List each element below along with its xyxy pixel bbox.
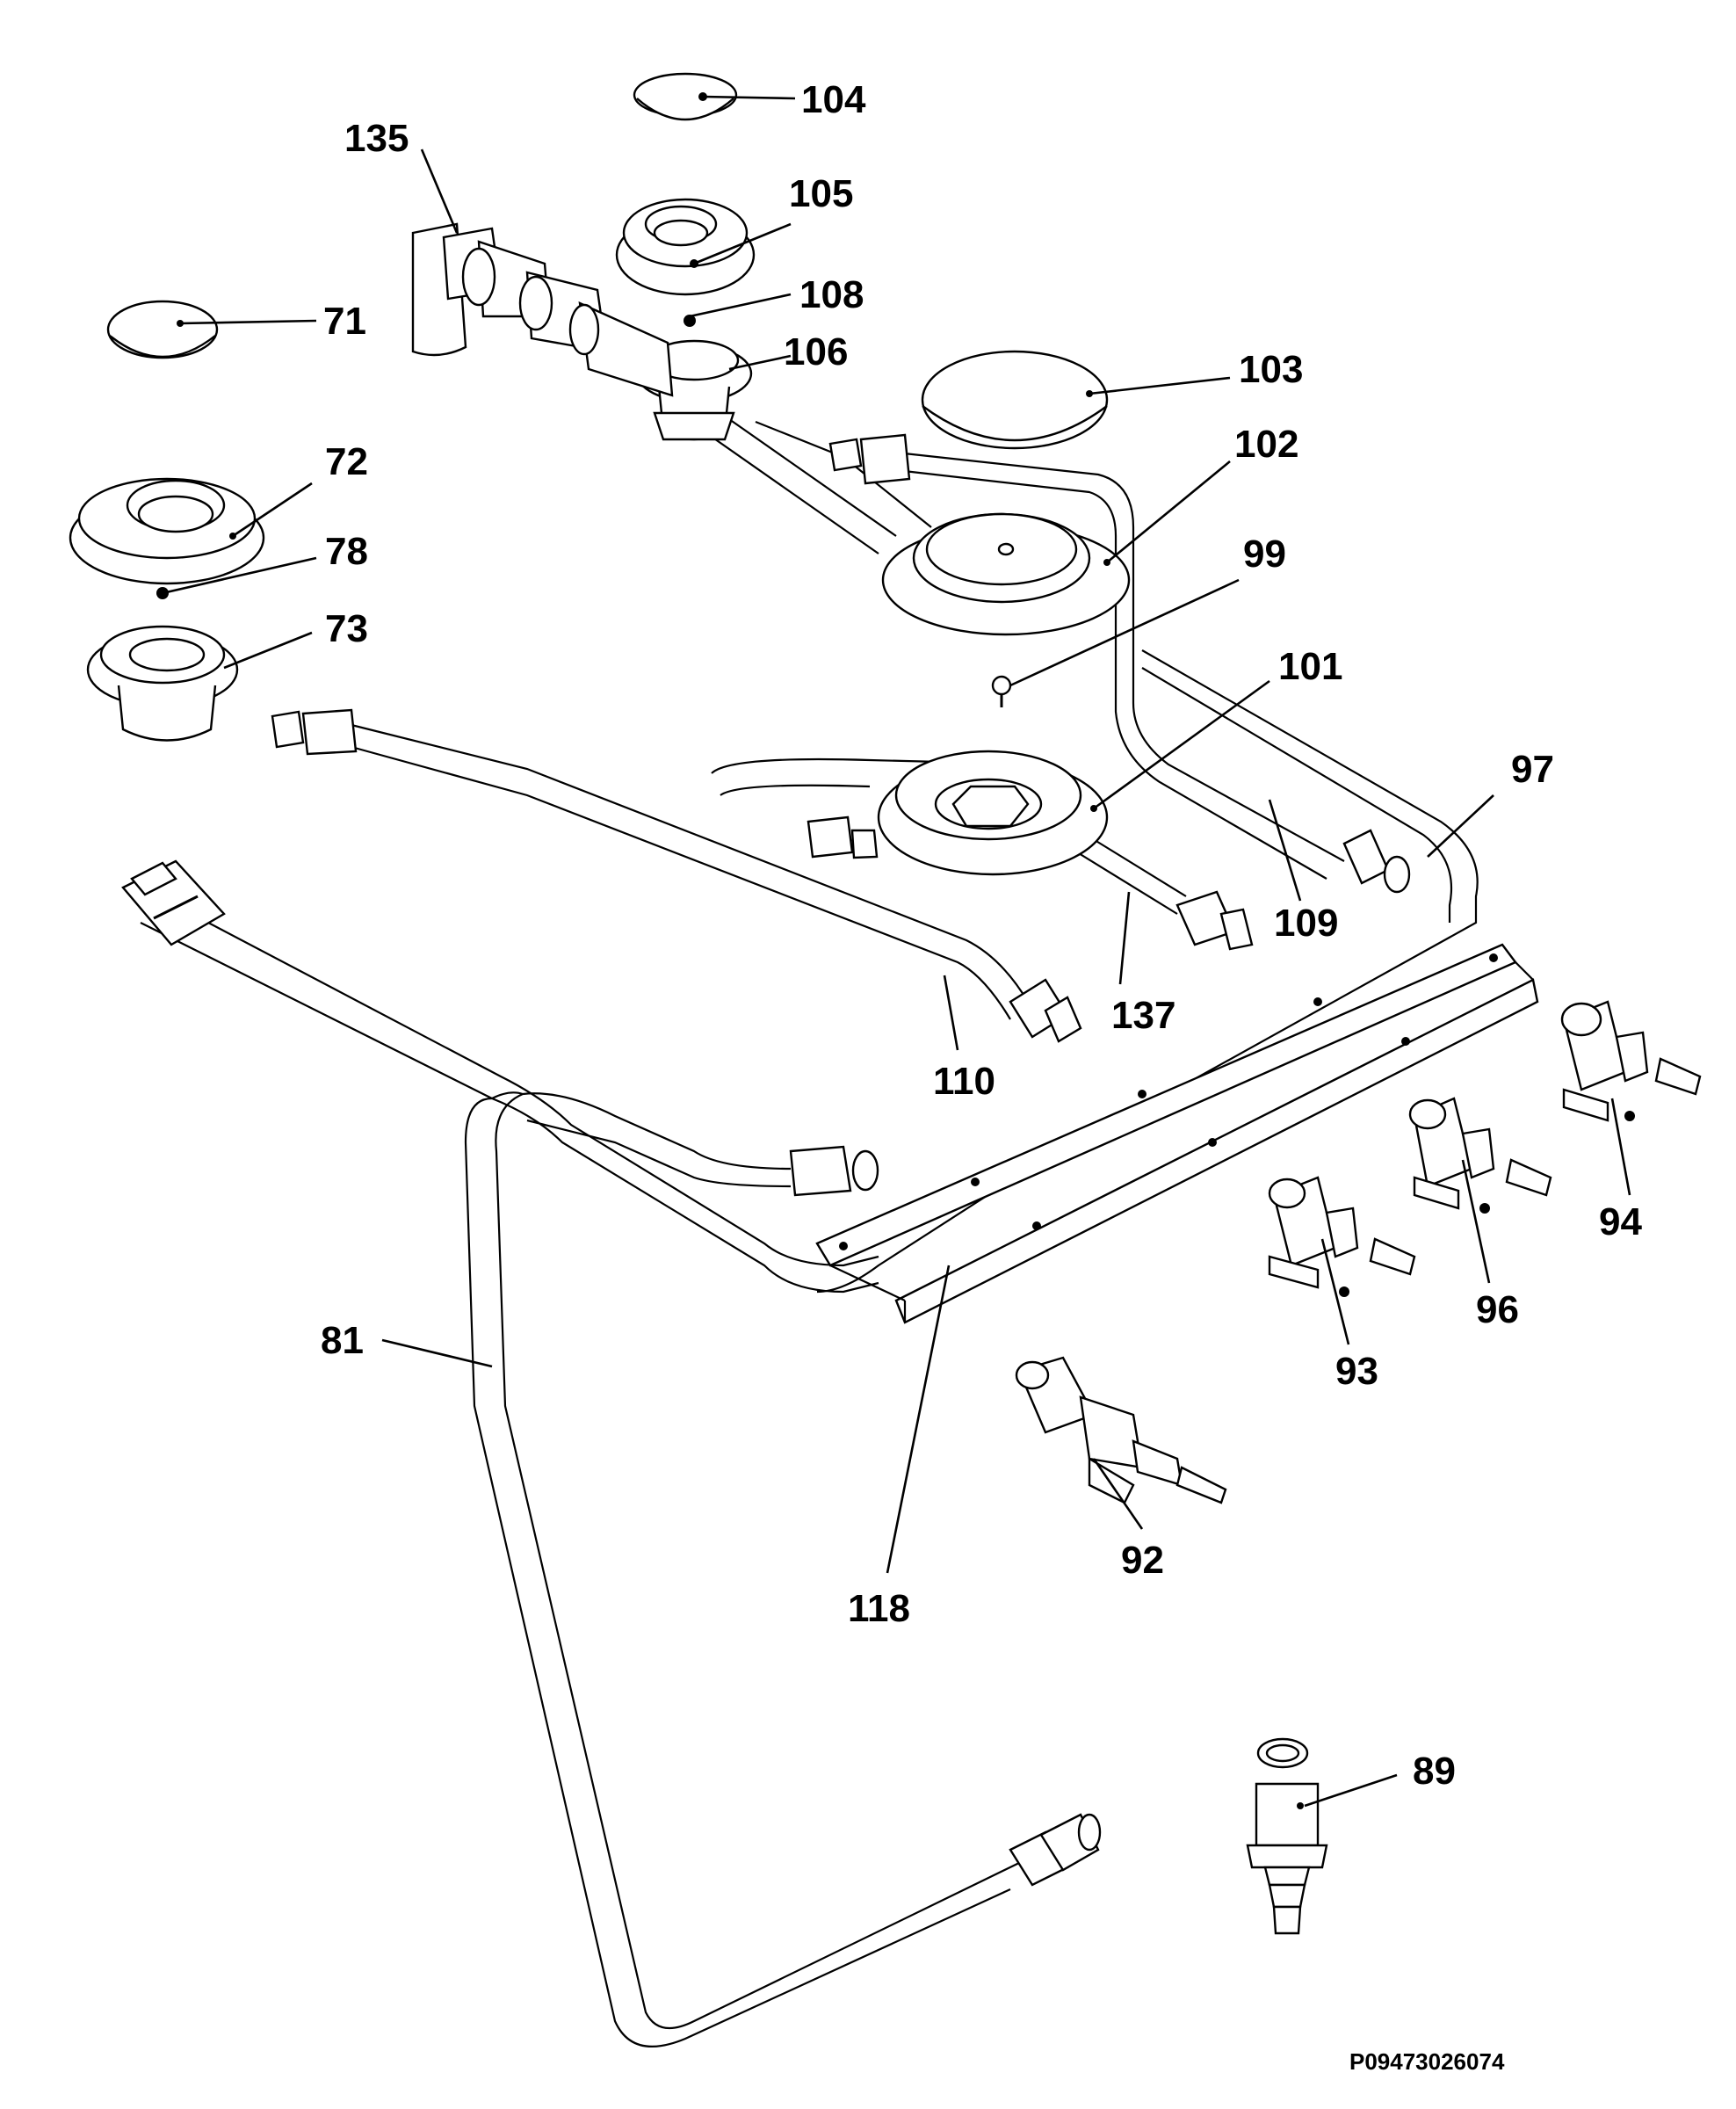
burner-crown-72 [69,477,265,585]
callout-109: 109 [1274,902,1338,945]
burner-101 [877,750,1109,876]
burner-cap-71 [106,300,219,359]
gas-pipe-upper [702,412,932,554]
callout-73: 73 [325,607,368,650]
callout-81: 81 [321,1319,364,1362]
callout-110: 110 [933,1060,995,1103]
screw-99 [991,675,1012,707]
pipe-81-bottom-connector [1009,1813,1102,1887]
callout-106: 106 [784,330,848,373]
callout-105: 105 [789,172,853,215]
callout-72: 72 [325,440,368,483]
callout-137: 137 [1111,994,1175,1037]
valve-93 [1268,1176,1416,1297]
callout-96: 96 [1476,1288,1519,1331]
valve-94 [1560,1000,1702,1122]
valve-96 [1408,1097,1552,1214]
callout-94: 94 [1599,1200,1642,1243]
burner-cap-104 [633,72,738,121]
callout-71: 71 [323,300,366,343]
gas-pipe-110 [271,708,1082,1043]
callout-93: 93 [1335,1350,1378,1393]
gas-pipe-97-frame [816,451,1479,1294]
callout-89: 89 [1413,1750,1456,1793]
control-rail-118 [815,943,1539,1324]
burner-crown-105 [615,198,756,296]
callout-104: 104 [801,78,866,121]
callout-97: 97 [1511,748,1554,791]
callout-78: 78 [325,530,368,573]
pipe-end-fitting [121,859,226,946]
burner-cap-103 [921,350,1109,450]
callout-102: 102 [1234,423,1298,466]
callout-99: 99 [1243,533,1286,576]
gas-pipe-137 [711,757,1254,951]
fitting-135 [411,222,674,397]
callout-101: 101 [1278,645,1342,688]
callout-118: 118 [848,1587,910,1630]
callout-92: 92 [1121,1539,1164,1582]
callout-labels: 104 135 105 108 71 106 103 72 102 78 99 … [321,78,1642,1793]
callout-135: 135 [344,117,409,160]
connector-89 [1246,1737,1328,1935]
callout-108: 108 [799,273,864,316]
gas-pipe-81 [140,895,1020,2048]
leader-lines [162,95,1631,1808]
drawing-reference-number: P09473026074 [1349,2048,1505,2075]
callout-103: 103 [1239,348,1303,391]
pipe-branch-upper [522,1092,879,1197]
injector-108 [684,315,696,327]
burner-102 [881,512,1131,636]
burner-body-73 [86,625,239,742]
valve-92 [1015,1356,1227,1504]
